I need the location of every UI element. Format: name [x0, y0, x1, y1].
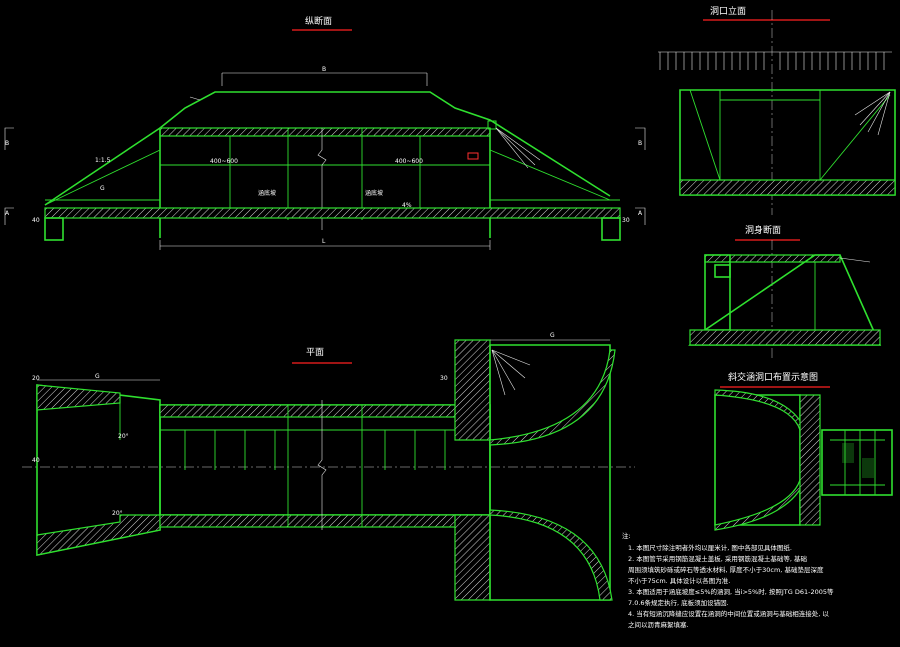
thick-30-plan: 30 [440, 375, 448, 382]
plan-G-right: G [550, 332, 555, 339]
longitudinal-section: 纵断面 B [4, 15, 646, 250]
note-line: 不小于75cm. 具体设计以各图为准. [628, 576, 730, 585]
section-title: 洞身断面 [745, 224, 781, 236]
note-line: 周围须填筑砂砾或碎石等透水材料, 厚度不小于30cm, 基础垫层深度 [628, 565, 824, 574]
note-outlet: 涵底坡 [365, 189, 383, 197]
notes-block: 注: 1. 本图尺寸除注明者外均以厘米计, 图中各部见具体图纸. 2. 本图管节… [622, 531, 834, 629]
note-line: 4. 当有短涵沉降缝应设置在涵洞的中间位置或涵洞与基础相连接处, 以 [628, 609, 829, 618]
elevations-title: 洞口立面 [710, 5, 746, 17]
notes-heading: 注: [622, 531, 631, 540]
barrel-plan [159, 404, 491, 516]
angle-top: 20° [118, 433, 129, 440]
section-A-left: A [5, 210, 10, 217]
label-L: L [322, 238, 326, 245]
note-inlet: 涵底坡 [258, 189, 276, 197]
range-right: 400~600 [395, 158, 423, 165]
section-B-left: B [5, 140, 9, 147]
section-A-right: A [638, 210, 643, 217]
angle-bottom: 20° [112, 510, 123, 517]
note-line: 1. 本图尺寸除注明者外均以厘米计, 图中各部见具体图纸. [628, 543, 792, 552]
skew-outlet-view: 斜交涵洞口布置示意图 [714, 371, 893, 531]
plan-G-left: G [95, 373, 100, 380]
skew-outlet-title: 斜交涵洞口布置示意图 [728, 371, 818, 383]
plan-title: 平面 [306, 347, 324, 358]
barrel-section-view: 洞身断面 [688, 224, 882, 360]
label-B: B [322, 66, 326, 73]
longitudinal-title: 纵断面 [305, 15, 332, 27]
note-line: 2. 本图管节采用钢筋混凝土盖板, 采用钢筋混凝土基础等, 基础 [628, 554, 808, 563]
slope-label: 1:1.5 [95, 157, 111, 164]
thick-left: 40 [32, 217, 40, 224]
thick-20-plan: 20 [32, 375, 40, 382]
top-slab [159, 127, 491, 137]
label-G-left: G [100, 185, 105, 192]
note-line: 3. 本图适用于涵底坡度≤5%的涵洞, 当i>5%时, 按照JTG D61-20… [628, 587, 834, 596]
section-B-right: B [638, 140, 642, 147]
bottom-slab [44, 207, 621, 219]
elevation-views: 洞口立面 [658, 5, 896, 215]
thick-right: 30 [622, 217, 630, 224]
note-line: 之间以沥青麻絮填塞. [628, 620, 689, 629]
plan-view: 平面 G 20° 20° [22, 332, 635, 601]
range-left: 400~600 [210, 158, 238, 165]
note-line: 7.0.6条规定执行, 底板须加设锚固. [628, 598, 729, 607]
percent-label: 4% [402, 202, 412, 209]
dim-40-plan: 40 [32, 457, 40, 464]
